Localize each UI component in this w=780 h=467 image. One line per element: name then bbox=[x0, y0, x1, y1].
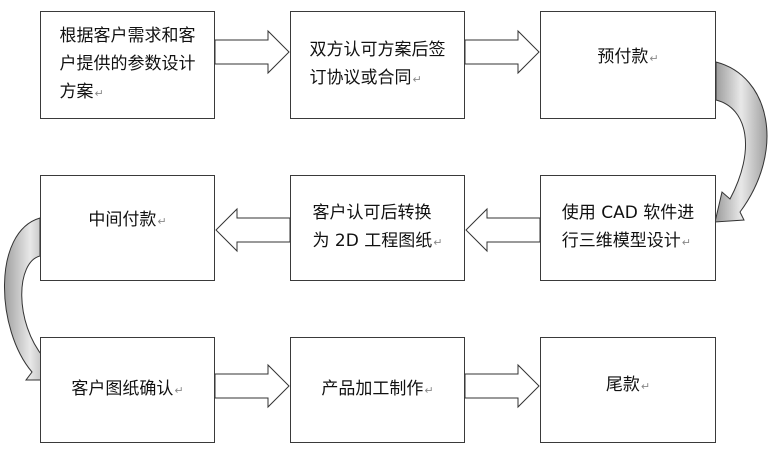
step-3-text: 预付款 bbox=[597, 47, 649, 67]
paragraph-mark: ↵ bbox=[424, 384, 434, 397]
step-box-7: 客户图纸确认↵ bbox=[40, 337, 215, 443]
paragraph-mark: ↵ bbox=[433, 236, 443, 249]
curved-arrow-s3-to-s4 bbox=[714, 61, 768, 223]
arrow-s5-to-s6 bbox=[215, 207, 291, 253]
step-box-1: 根据客户需求和客 户提供的参数设计 方案↵ bbox=[40, 11, 215, 119]
paragraph-mark: ↵ bbox=[640, 380, 651, 393]
step-9-text: 尾款 bbox=[605, 375, 640, 395]
arrow-s1-to-s2 bbox=[214, 29, 290, 75]
arrow-s4-to-s5 bbox=[465, 207, 541, 253]
step-box-3: 预付款↵ bbox=[540, 11, 716, 119]
arrow-s8-to-s9 bbox=[464, 363, 540, 409]
step-box-6: 中间付款↵ bbox=[40, 175, 215, 281]
step-6-text: 中间付款 bbox=[88, 210, 157, 230]
step-box-4: 使用 CAD 软件进 行三维模型设计↵ bbox=[540, 175, 716, 281]
step-box-5: 客户认可后转换 为 2D 工程图纸↵ bbox=[290, 175, 465, 281]
step-7-text: 客户图纸确认 bbox=[71, 379, 174, 399]
step-4-text: 使用 CAD 软件进 行三维模型设计 bbox=[561, 203, 695, 251]
paragraph-mark: ↵ bbox=[681, 236, 692, 249]
paragraph-mark: ↵ bbox=[412, 73, 422, 86]
curved-arrow-s6-to-s7 bbox=[4, 217, 57, 381]
paragraph-mark: ↵ bbox=[174, 384, 184, 397]
arrow-s2-to-s3 bbox=[464, 29, 540, 75]
arrow-s7-to-s8 bbox=[214, 363, 290, 409]
step-box-8: 产品加工制作↵ bbox=[290, 337, 465, 443]
step-5-text: 客户认可后转换 为 2D 工程图纸 bbox=[312, 203, 433, 251]
step-box-2: 双方认可方案后签 订协议或合同↵ bbox=[290, 11, 465, 119]
step-8-text: 产品加工制作 bbox=[321, 379, 424, 399]
paragraph-mark: ↵ bbox=[649, 52, 659, 65]
paragraph-mark: ↵ bbox=[157, 215, 167, 228]
paragraph-mark: ↵ bbox=[94, 87, 104, 100]
step-box-9: 尾款↵ bbox=[540, 337, 716, 443]
step-2-text: 双方认可方案后签 订协议或合同 bbox=[309, 40, 446, 88]
step-1-text: 根据客户需求和客 户提供的参数设计 方案 bbox=[59, 26, 196, 102]
